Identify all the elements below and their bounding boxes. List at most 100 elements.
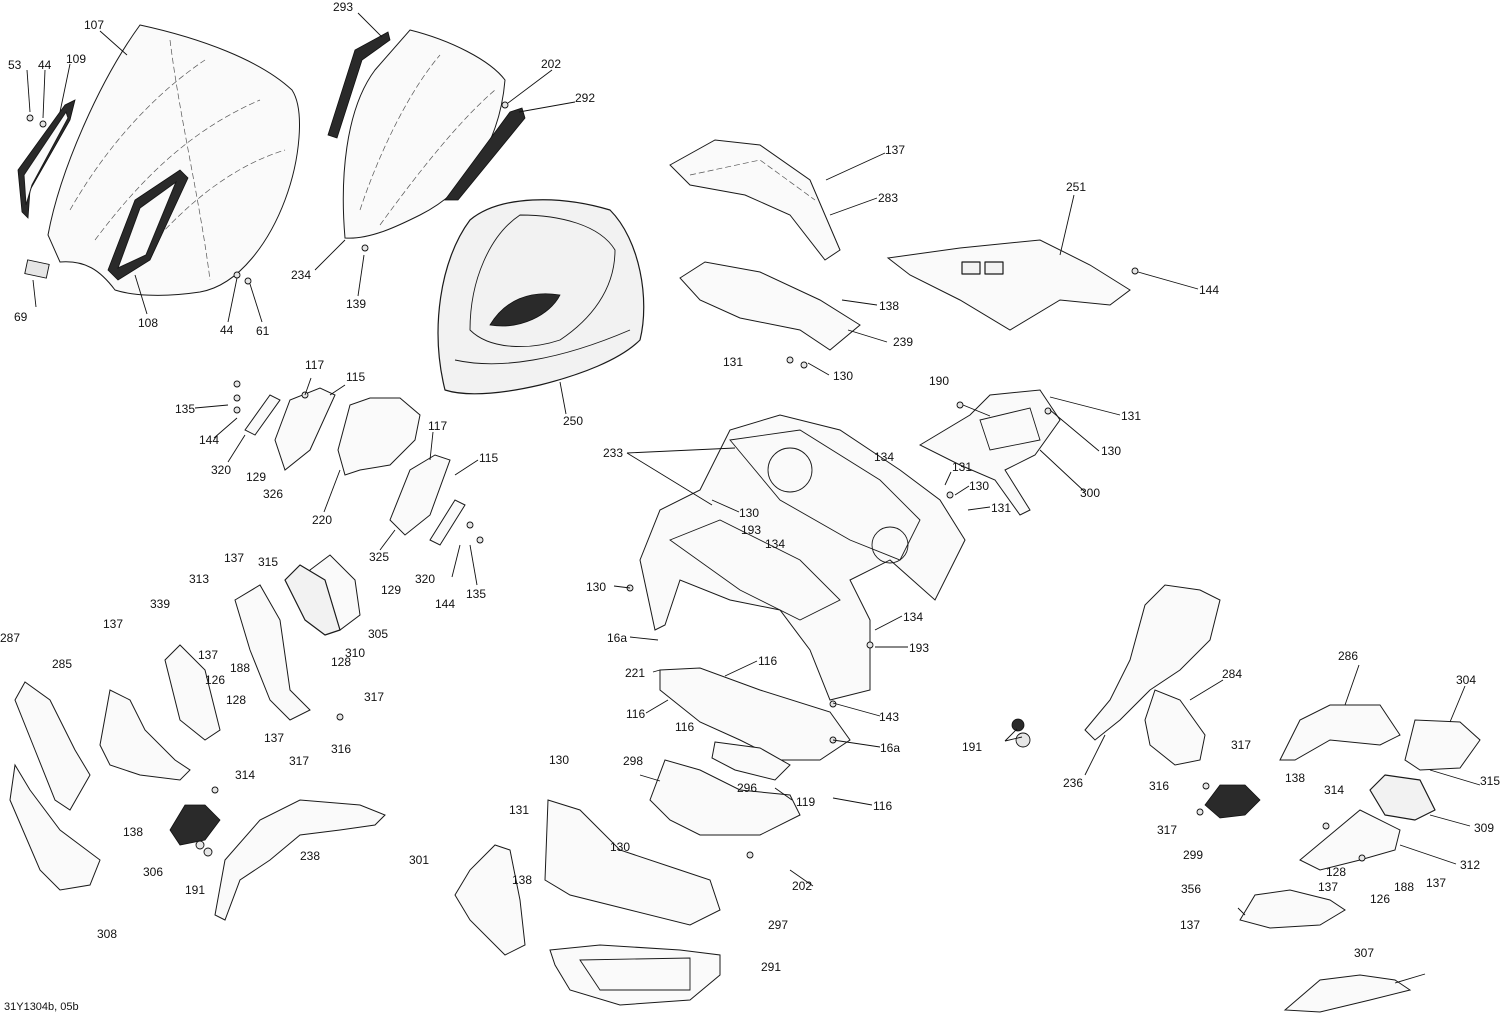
part-label-234: 234 — [291, 268, 312, 282]
part-label-135: 135 — [175, 402, 196, 416]
cover-239-part — [679, 261, 861, 351]
part-label-202: 202 — [541, 57, 562, 71]
part-label-316b: 316 — [1149, 779, 1170, 793]
part-label-116b: 116 — [626, 707, 646, 721]
part-label-287: 287 — [0, 631, 21, 645]
part-label-130g: 130 — [610, 840, 631, 854]
mirror-glass-304-part — [1404, 719, 1481, 771]
part-label-314: 314 — [235, 768, 256, 782]
panel-291-part — [549, 944, 721, 1006]
part-label-116c: 116 — [675, 720, 695, 734]
part-label-283: 283 — [878, 191, 899, 205]
part-label-130f: 130 — [549, 753, 570, 767]
panel-236-part — [1084, 584, 1221, 741]
part-label-134c: 134 — [903, 610, 924, 624]
part-label-117b: 117 — [428, 419, 448, 433]
part-label-300: 300 — [1080, 486, 1101, 500]
mirror-bracket-325-part — [389, 454, 451, 536]
part-label-143: 143 — [879, 710, 900, 724]
part-label-286: 286 — [1338, 649, 1359, 663]
part-label-304: 304 — [1456, 673, 1477, 687]
part-label-297: 297 — [768, 918, 789, 932]
part-label-293: 293 — [333, 0, 354, 14]
panel-284-part — [1144, 689, 1206, 766]
part-label-137: 137 — [885, 143, 906, 157]
part-label-202b: 202 — [792, 879, 813, 893]
part-label-313: 313 — [189, 572, 210, 586]
part-label-138: 138 — [879, 299, 900, 313]
part-label-129b: 129 — [381, 583, 402, 597]
part-label-308: 308 — [97, 927, 118, 941]
panel-286-part — [1279, 704, 1401, 761]
part-label-16a-b: 16a — [880, 741, 901, 755]
part-label-130d: 130 — [739, 506, 760, 520]
part-label-131: 131 — [723, 355, 744, 369]
part-label-317: 317 — [364, 690, 385, 704]
panel-308-part — [9, 763, 101, 891]
part-label-310: 310 — [345, 646, 366, 660]
part-label-339: 339 — [150, 597, 171, 611]
part-label-292: 292 — [575, 91, 596, 105]
part-label-128b: 128 — [226, 693, 247, 707]
part-label-137i: 307 — [1354, 946, 1375, 960]
part-label-306: 306 — [143, 865, 164, 879]
bracket-312-part — [1299, 809, 1401, 871]
panel-285-part — [99, 689, 191, 781]
cap-191-part — [1011, 718, 1025, 732]
part-label-312: 312 — [1460, 858, 1481, 872]
part-label-220: 220 — [312, 513, 333, 527]
panel-238-part — [214, 799, 386, 921]
part-label-191: 191 — [185, 883, 206, 897]
part-label-130: 130 — [833, 369, 854, 383]
part-label-130e: 130 — [586, 580, 607, 594]
part-label-117: 117 — [305, 358, 325, 372]
bracket-313-part — [234, 584, 311, 721]
part-label-44: 44 — [38, 58, 52, 72]
part-label-233: 233 — [603, 446, 624, 460]
mirror-housing-309-part — [1369, 774, 1436, 821]
part-label-284: 284 — [1222, 667, 1243, 681]
part-label-44b: 44 — [220, 323, 234, 337]
part-label-137h: 137 — [1180, 918, 1201, 932]
part-label-129: 129 — [246, 470, 267, 484]
part-label-238: 238 — [300, 849, 321, 863]
part-label-188b: 188 — [1394, 880, 1415, 894]
part-label-130c: 130 — [969, 479, 990, 493]
part-label-188: 188 — [230, 661, 251, 675]
part-label-144c: 144 — [435, 597, 456, 611]
part-label-320: 320 — [211, 463, 232, 477]
part-label-16a: 16a — [607, 631, 628, 645]
panel-339-part — [164, 644, 221, 741]
part-label-61: 61 — [256, 324, 270, 338]
part-label-134: 134 — [874, 450, 895, 464]
part-label-128c: 128 — [1326, 865, 1347, 879]
part-label-221: 221 — [625, 666, 646, 680]
part-label-250: 250 — [563, 414, 584, 428]
trim-293-part — [327, 31, 391, 139]
part-label-320b: 320 — [415, 572, 436, 586]
panel-287-part — [14, 681, 91, 811]
bracket-296-part — [711, 741, 791, 781]
part-label-301: 301 — [409, 853, 430, 867]
part-label-137f: 137 — [1426, 876, 1447, 890]
mirror-housing-310-part — [284, 564, 341, 636]
part-label-116d: 116 — [873, 799, 893, 813]
part-label-53: 53 — [8, 58, 22, 72]
mirror-bracket-326-part — [274, 387, 336, 471]
part-label-137b: 137 — [224, 551, 245, 565]
part-label-119: 119 — [796, 795, 816, 809]
part-label-296: 296 — [737, 781, 758, 795]
fastener-hardware — [26, 101, 1366, 862]
part-label-317b: 317 — [289, 754, 310, 768]
windshield-part — [47, 24, 300, 296]
leader-lines — [26, 12, 1481, 984]
part-label-236: 236 — [1063, 776, 1084, 790]
part-label-131e: 131 — [509, 803, 530, 817]
part-label-138c: 138 — [512, 873, 533, 887]
part-label-315: 315 — [258, 555, 279, 569]
part-label-190: 190 — [929, 374, 950, 388]
bracket-plate-part — [659, 667, 851, 761]
part-label-134b: 134 — [765, 537, 786, 551]
part-label-109: 109 — [66, 52, 87, 66]
